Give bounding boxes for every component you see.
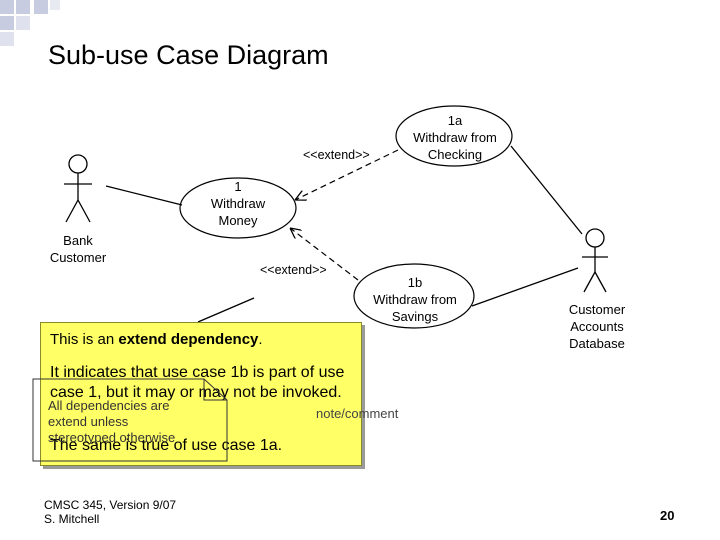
callout-text: .	[258, 331, 263, 348]
note-comment-label: note/comment	[316, 406, 399, 421]
use-case-1b-label: 1b Withdraw from Savings	[360, 274, 470, 325]
corner-square	[0, 32, 14, 46]
label-line: 1b	[407, 275, 423, 290]
association-line	[510, 145, 583, 235]
corner-square	[34, 0, 48, 14]
use-case-1a-label: 1a Withdraw from Checking	[400, 112, 510, 163]
use-case-1-label: 1 Withdraw Money	[186, 178, 290, 229]
callout-line-3: The same is true of use case 1a.	[50, 437, 283, 454]
label-line: Accounts	[570, 319, 624, 334]
label-line: Customer	[49, 250, 107, 265]
use-case-1-ellipse	[179, 177, 297, 239]
corner-square	[0, 16, 14, 30]
slide-title: Sub-use Case Diagram	[48, 40, 329, 70]
association-line	[105, 185, 183, 206]
corner-square	[16, 0, 30, 14]
bank-customer-label: Bank Customer	[36, 232, 120, 266]
database-actor-figure	[582, 228, 608, 293]
actor-head	[68, 154, 88, 174]
label-line: 1a	[447, 113, 463, 128]
use-case-1b-ellipse	[353, 263, 475, 329]
label-line: Savings	[391, 309, 439, 324]
callout-line-2: It indicates that use case 1b is part of…	[50, 364, 345, 401]
use-case-1a-ellipse	[395, 105, 513, 167]
label-line: Database	[569, 336, 625, 351]
label-line: Withdraw from	[413, 130, 497, 145]
callout-emphasis: extend dependency	[118, 331, 259, 348]
page-number: 20	[660, 508, 675, 523]
label-line: Money	[218, 213, 258, 228]
label-line: Withdraw from	[373, 292, 457, 307]
extend-stereotype-bottom: <<extend>>	[260, 263, 327, 277]
label-line: 1	[234, 179, 242, 194]
database-label: Customer Accounts Database	[552, 301, 642, 352]
footer-line: CMSC 345, Version 9/07	[44, 498, 177, 512]
label-line: Withdraw	[210, 196, 266, 211]
corner-square	[16, 16, 30, 30]
label-line: Bank	[63, 233, 93, 248]
association-line	[197, 297, 255, 323]
callout-line-1: This is an extend dependency.	[50, 331, 263, 348]
uml-note-shape	[32, 378, 228, 462]
extend-arrow-1b	[290, 228, 359, 281]
uml-note-text: All dependencies are extend unless stere…	[48, 398, 176, 445]
explanation-callout: This is an extend dependency. It indicat…	[40, 322, 362, 466]
bank-customer-actor-figure	[64, 154, 92, 223]
corner-square	[0, 0, 14, 14]
extend-stereotype-top: <<extend>>	[303, 148, 370, 162]
slide-footer: CMSC 345, Version 9/07 S. Mitchell	[44, 498, 176, 526]
callout-text: This is an	[50, 331, 119, 348]
label-line: Checking	[427, 147, 483, 162]
extend-arrow-1a	[295, 149, 399, 200]
association-line	[471, 267, 579, 307]
corner-square	[50, 0, 60, 10]
actor-head	[585, 228, 605, 248]
label-line: Customer	[568, 302, 626, 317]
footer-line: S. Mitchell	[44, 512, 100, 526]
